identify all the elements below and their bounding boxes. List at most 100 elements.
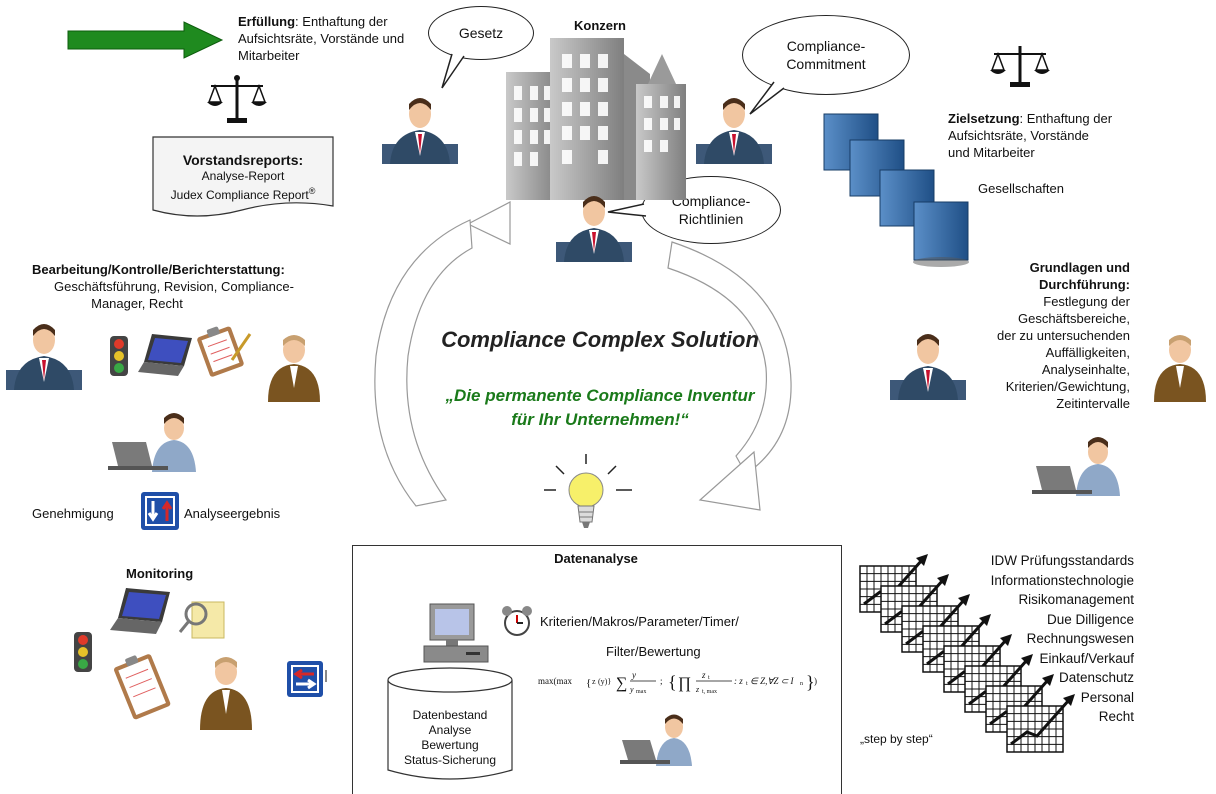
grundlagen-title2: Durchführung: xyxy=(1039,277,1130,292)
bearbeitung-line1: Geschäftsführung, Revision, Compliance- xyxy=(54,279,294,294)
svg-text:∏: ∏ xyxy=(678,675,691,692)
grundlagen-title1: Grundlagen und xyxy=(1029,260,1130,275)
grundlagen-line: Festlegung der xyxy=(1043,294,1130,309)
slogan-line1: „Die permanente Compliance Inventur xyxy=(445,386,755,405)
bubble-tail-gesetz xyxy=(441,53,465,89)
reports-title: Vorstandsreports: xyxy=(182,152,304,168)
step-grid-staircase xyxy=(859,554,1075,753)
genehmigung-label: Genehmigung xyxy=(32,506,114,521)
svg-text:∈ Z,∀Z ⊂ I: ∈ Z,∀Z ⊂ I xyxy=(750,676,795,686)
traffic-light-icon xyxy=(74,632,92,672)
subsidiaries-buildings-icon xyxy=(823,113,969,267)
grundlagen-line: Kriterien/Gewichtung, xyxy=(1005,379,1130,394)
reports-box: Vorstandsreports: Analyse-Report Judex C… xyxy=(152,152,334,203)
standards-item: Recht xyxy=(1098,709,1134,724)
svg-text:z: z xyxy=(701,670,706,680)
svg-text:{: { xyxy=(586,677,591,689)
step-by-step-label: „step by step“ xyxy=(860,732,933,746)
svg-text:): ) xyxy=(814,676,817,686)
database-text: Datenbestand Analyse Bewertung Status-Si… xyxy=(386,708,514,768)
businessman-icon xyxy=(696,98,772,164)
zielsetzung-label: Zielsetzung xyxy=(948,111,1020,126)
konzern-label: Konzern xyxy=(574,18,626,33)
slogan-line2: für Ihr Unternehmen!“ xyxy=(511,410,689,429)
zielsetzung-line2: Aufsichtsräte, Vorstände xyxy=(948,128,1089,143)
computer-icon xyxy=(423,603,489,663)
laptop-worker-icon xyxy=(1032,437,1120,496)
bearbeitung-text: Bearbeitung/Kontrolle/Berichterstattung:… xyxy=(32,261,352,312)
green-arrow-icon xyxy=(67,21,224,59)
businessman-icon xyxy=(556,196,632,262)
standards-item: IDW Prüfungsstandards xyxy=(990,553,1134,568)
grundlagen-line: der zu untersuchenden xyxy=(997,328,1130,343)
up-down-arrows-icon xyxy=(141,492,179,530)
laptop-worker-icon xyxy=(108,413,196,472)
standards-item: Due Dilligence xyxy=(1046,611,1134,627)
manager-icon xyxy=(268,335,320,402)
svg-text:max: max xyxy=(636,689,646,695)
bubble-gesetz-text: Gesetz xyxy=(458,25,504,41)
svg-text:}: } xyxy=(806,672,815,692)
standards-list: IDW Prüfungsstandards Informationstechno… xyxy=(930,551,1134,727)
cycle-arrow-left xyxy=(374,201,511,507)
svg-text:∑: ∑ xyxy=(616,675,627,692)
gesellschaften-label: Gesellschaften xyxy=(978,181,1064,196)
step-grid-square xyxy=(1006,694,1075,753)
corporate-building-icon xyxy=(506,38,686,200)
database-line: Datenbestand xyxy=(412,708,488,722)
svg-text:n: n xyxy=(800,681,803,687)
svg-text:{: { xyxy=(668,672,677,692)
criteria-line2: Filter/Bewertung xyxy=(606,644,701,659)
reports-line-analyse: Analyse-Report xyxy=(201,169,285,183)
erfuellung-label: Erfüllung xyxy=(238,14,296,29)
standards-item: Rechnungswesen xyxy=(1026,631,1134,646)
traffic-light-icon xyxy=(110,336,128,376)
monitoring-title: Monitoring xyxy=(126,566,194,581)
database-line: Bewertung xyxy=(421,738,479,752)
laptop-worker-icon xyxy=(620,714,692,766)
magnifier-icon xyxy=(178,601,225,639)
businessman-icon xyxy=(6,324,82,390)
cycle-arrow-right xyxy=(667,241,792,511)
bearbeitung-title: Bearbeitung/Kontrolle/Berichterstattung: xyxy=(32,262,285,277)
standards-item: Informationstechnologie xyxy=(990,572,1134,588)
grundlagen-text: Grundlagen und Durchführung: Festlegung … xyxy=(950,259,1130,412)
svg-text:t, max: t, max xyxy=(702,689,717,695)
clipboard-icon xyxy=(114,654,171,720)
zielsetzung-text: Zielsetzung: Enthaftung der Aufsichtsrät… xyxy=(948,110,1168,161)
formula-image: max(max { z (y)} ∑ y y max ; { ∏ z t z t… xyxy=(538,670,817,695)
standards-item: Personal xyxy=(1080,689,1134,705)
bearbeitung-line2: Manager, Recht xyxy=(91,296,183,311)
bubble-gesetz: Gesetz xyxy=(428,6,534,60)
svg-text:y: y xyxy=(631,670,636,680)
grundlagen-line: Geschäftsbereiche, xyxy=(1017,311,1130,326)
standards-item: Risikomanagement xyxy=(1018,592,1134,607)
svg-text:max(max: max(max xyxy=(538,676,572,686)
bubble-richtlinien-line2: Richtlinien xyxy=(678,211,744,227)
svg-text:;: ; xyxy=(660,676,663,686)
manager-icon xyxy=(1154,335,1206,402)
alarm-clock-icon xyxy=(502,606,532,636)
laptop-icon xyxy=(110,588,170,634)
svg-text:(y)}: (y)} xyxy=(598,677,611,686)
database-cylinder-icon xyxy=(387,667,513,780)
standards-item: Datenschutz xyxy=(1058,670,1134,685)
scale-icon xyxy=(990,46,1050,87)
report-document-shape xyxy=(152,136,334,217)
svg-text:: z: : z xyxy=(734,676,743,686)
bubble-tail-richtlinien xyxy=(607,203,647,217)
erfuellung-description: : Enthaftung der Aufsichtsräte, Vorständ… xyxy=(238,14,405,63)
grundlagen-line: Auffälligkeiten, xyxy=(1045,345,1130,360)
businessman-icon xyxy=(890,334,966,400)
erfuellung-text: Erfüllung: Enthaftung der Aufsichtsräte,… xyxy=(238,13,428,64)
svg-text:t: t xyxy=(746,681,748,687)
manager-icon xyxy=(200,657,252,730)
clipboard-icon xyxy=(197,326,252,377)
bubble-richtlinien-line1: Compliance- xyxy=(671,193,751,209)
registered-mark: ® xyxy=(308,186,316,196)
criteria-line1: Kriterien/Makros/Parameter/Timer/ xyxy=(540,614,739,629)
database-line: Status-Sicherung xyxy=(403,753,497,767)
bubble-commitment: Compliance-Commitment xyxy=(742,15,910,95)
bubble-tail-commitment xyxy=(749,81,785,115)
